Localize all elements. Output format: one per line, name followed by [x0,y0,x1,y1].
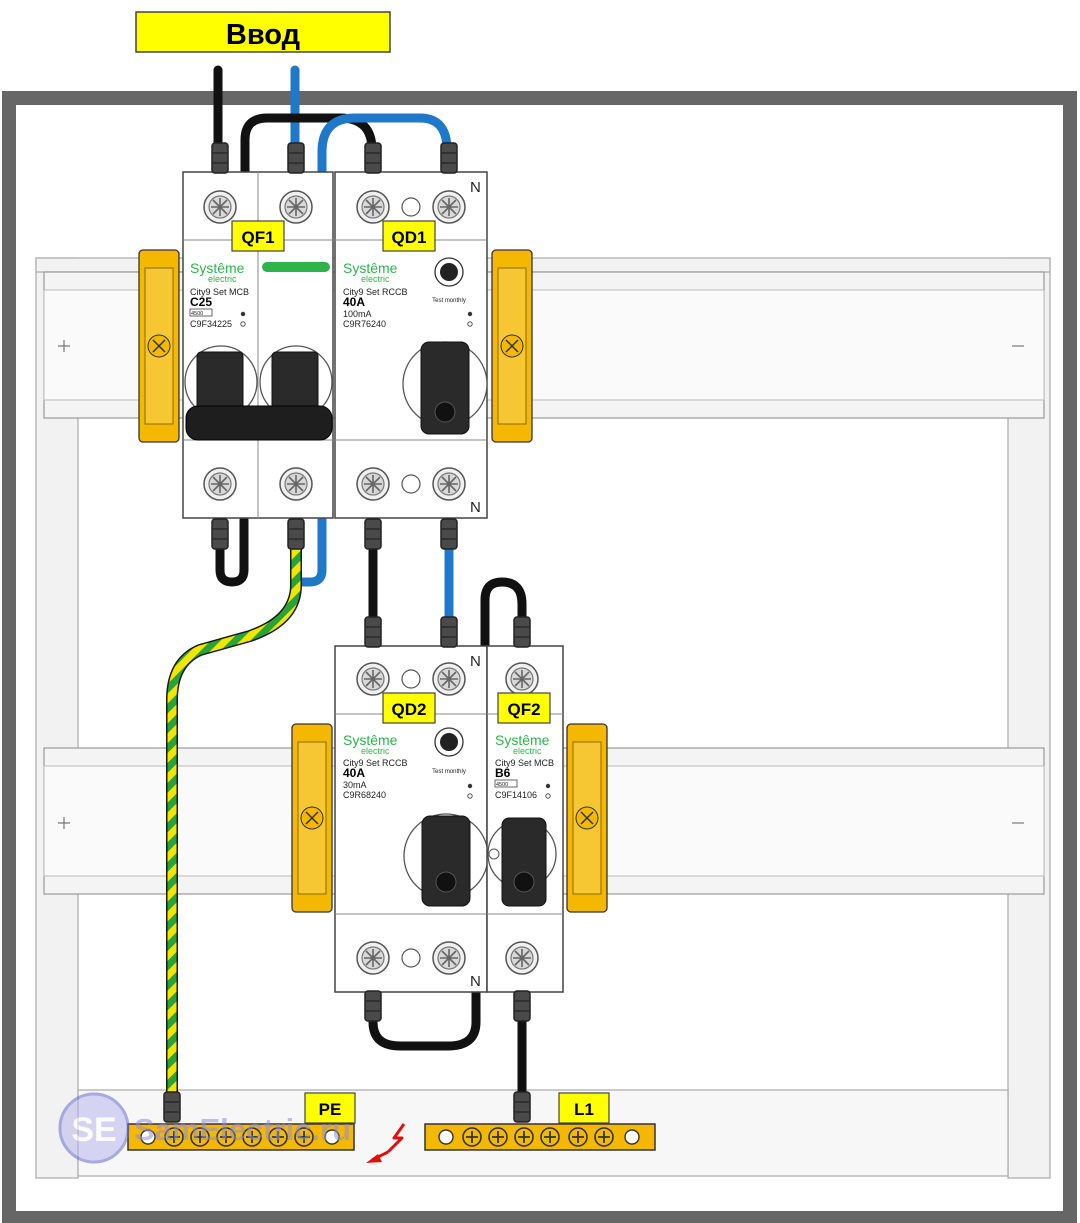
screw-icon [279,467,313,501]
svg-text:30mA: 30mA [343,780,367,790]
lug-icon [211,142,229,174]
svg-text:C9R76240: C9R76240 [343,319,386,329]
screw-icon [356,662,390,696]
svg-text:QD1: QD1 [392,228,427,247]
svg-text:N: N [470,973,481,990]
screw-icon [356,467,390,501]
svg-text:Systême: Systême [343,732,398,748]
svg-text:C9R68240: C9R68240 [343,790,386,800]
input-label-text: Ввод [226,19,300,51]
screw-icon [462,1127,482,1147]
logo-icon [58,1092,130,1164]
svg-text:N: N [470,179,481,196]
lug-icon [364,616,382,648]
end-clip-bottom-right [566,723,608,913]
wire-jumper-qd2-qf2 [480,577,527,653]
screw-icon [203,190,237,224]
screw-icon [505,662,539,696]
screw-icon [568,1127,588,1147]
wire-qf1-neutral-out [295,515,327,587]
svg-text:Test monthly: Test monthly [432,298,466,304]
device-qf1: Systême electric City9 Set MCB C25 4500 … [182,171,334,519]
wire-qd2-loop [368,987,481,1051]
handle-tie [185,405,333,441]
svg-text:SamElectric.ru: SamElectric.ru [134,1112,351,1147]
svg-text:Systême: Systême [343,260,398,276]
svg-text:Systême: Systême [495,732,550,748]
svg-text:QF1: QF1 [241,228,274,247]
svg-text:N: N [470,499,481,516]
screw-icon [514,1127,534,1147]
svg-text:4500: 4500 [496,782,508,788]
lug-icon [364,518,382,550]
svg-text:PE: PE [319,1100,342,1119]
screw-icon [540,1127,560,1147]
wires [213,65,527,1103]
svg-text:Systême: Systême [190,260,245,276]
svg-text:City9 Set RCCB: City9 Set RCCB [343,287,408,297]
screw-icon [432,190,466,224]
screw-icon [432,941,466,975]
wire-pe [167,548,301,1098]
lug-icon [287,142,305,174]
lightning-arrow-icon [366,1123,406,1163]
screw-icon [432,467,466,501]
svg-text:100mA: 100mA [343,309,372,319]
busbar-l1: L1 [424,1092,656,1151]
svg-text:electric: electric [361,274,390,284]
svg-text:City9 Set MCB: City9 Set MCB [190,287,249,297]
lug-icon [440,518,458,550]
svg-text:L1: L1 [574,1100,594,1119]
svg-text:City9 Set MCB: City9 Set MCB [495,758,554,768]
label-qf2: QF2 [497,692,551,724]
label-qd1: QD1 [382,220,436,252]
label-qf1: QF1 [231,220,285,252]
svg-text:electric: electric [361,746,390,756]
wire-jumper-neutral [317,113,452,181]
wire-jumper-phase [240,113,377,177]
svg-text:electric: electric [513,746,542,756]
end-clip-top-right [491,249,533,443]
svg-text:40A: 40A [343,295,365,309]
lug-icon [513,616,531,648]
end-clip-top-left [138,249,180,443]
svg-text:C9F14106: C9F14106 [495,790,537,800]
lug-icon [440,142,458,174]
busbar-pe: PE [127,1092,356,1151]
svg-text:C25: C25 [190,295,212,309]
wire-qf1-loop [215,515,249,587]
input-label: Ввод [135,11,391,53]
svg-text:40A: 40A [343,766,365,780]
svg-text:QF2: QF2 [507,700,540,719]
svg-text:4500: 4500 [191,311,203,317]
screw-icon [488,1127,508,1147]
screw-icon [356,190,390,224]
svg-text:Test monthly: Test monthly [432,769,466,775]
svg-text:City9 Set RCCB: City9 Set RCCB [343,758,408,768]
svg-text:N: N [470,653,481,670]
screw-icon [505,941,539,975]
lug-icon [364,142,382,174]
screw-icon [279,190,313,224]
svg-text:B6: B6 [495,766,511,780]
screw-icon [432,662,466,696]
lug-icon [211,518,229,550]
lug-icon [513,990,531,1022]
svg-text:C9F34225: C9F34225 [190,319,232,329]
svg-text:electric: electric [208,274,237,284]
lug-icon [440,616,458,648]
svg-text:SE: SE [71,1111,116,1149]
lug-icon [287,518,305,550]
screw-icon [594,1127,614,1147]
screw-icon [203,467,237,501]
lug-icon [364,990,382,1022]
screw-icon [356,941,390,975]
end-clip-bottom-left [291,723,333,913]
lug-icon [513,1091,531,1123]
label-qd2: QD2 [382,692,436,724]
watermark: SE SamElectric.ru [58,1092,351,1164]
svg-text:QD2: QD2 [392,700,427,719]
